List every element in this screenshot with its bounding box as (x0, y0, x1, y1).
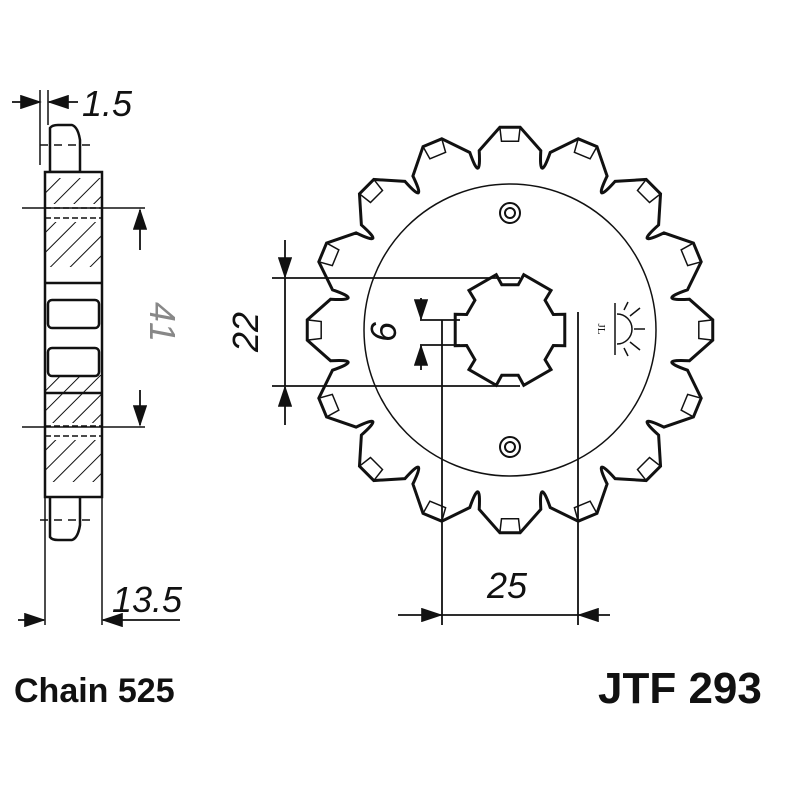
tooth-tip (573, 500, 599, 523)
bolt-circle (363, 183, 657, 477)
tooth-tip (680, 393, 703, 419)
tooth-tip (421, 137, 447, 160)
tooth-tip (358, 178, 384, 204)
dim-bolt-spacing: 41 (142, 302, 183, 342)
dim-width: 13.5 (112, 579, 183, 620)
dim-spline-width: 6 (363, 321, 404, 342)
dim-spline-span: 25 (486, 565, 528, 606)
chain-label: Chain 525 (14, 672, 175, 710)
part-number: JTF 293 (598, 664, 762, 713)
front-view (305, 125, 715, 535)
tooth-tips (306, 126, 714, 534)
jl-logo: JL (595, 301, 645, 357)
tooth-tip (358, 456, 384, 482)
tooth-tip (636, 178, 662, 204)
tooth-tip (636, 456, 662, 482)
tooth-tip (573, 137, 599, 160)
dim-spline-diameter: 22 (225, 312, 266, 353)
tooth-bottom (48, 493, 82, 542)
tooth-tip (421, 500, 447, 523)
dim-offset: 1.5 (82, 83, 133, 124)
tooth-tip (680, 241, 703, 267)
svg-text:JL: JL (595, 324, 607, 335)
tooth-top (48, 123, 82, 174)
tooth-tip (317, 241, 340, 267)
tooth-tip (698, 319, 714, 341)
side-view (22, 90, 145, 625)
side-dimensions (12, 94, 180, 628)
bolt-hole-top (499, 202, 521, 224)
front-dimensions (272, 240, 610, 625)
tooth-tip (499, 126, 521, 142)
tooth-tip (499, 518, 521, 534)
tooth-tip (306, 319, 322, 341)
spline-hole (453, 272, 567, 388)
tooth-tip (317, 393, 340, 419)
bolt-hole-bottom (499, 436, 521, 458)
